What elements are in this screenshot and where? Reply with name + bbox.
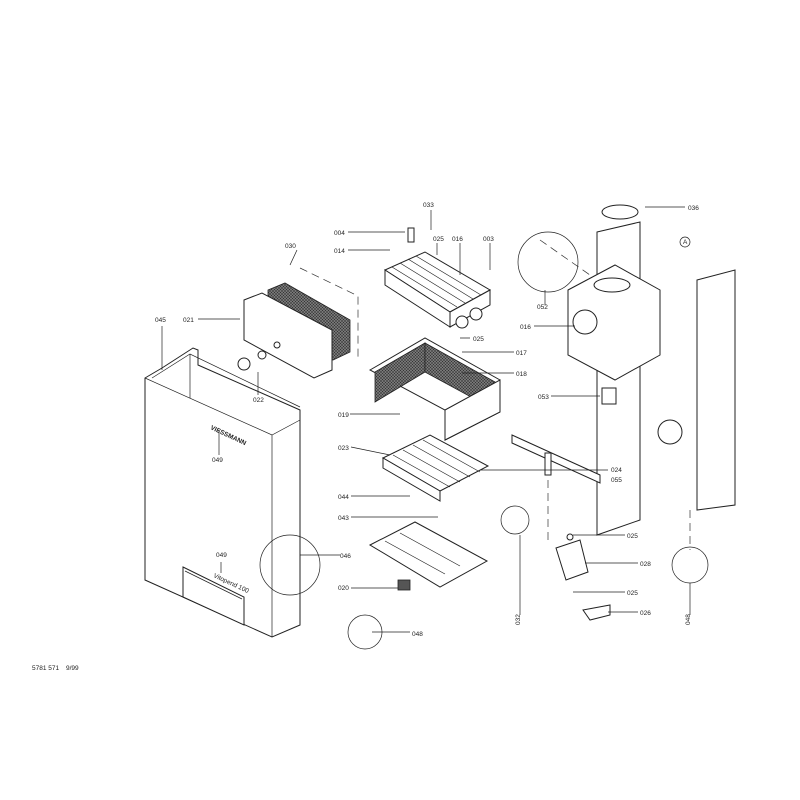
label-028: 028 — [640, 561, 651, 568]
combustion-chamber-front-panel — [237, 282, 351, 379]
label-045: 045 — [155, 317, 166, 324]
label-A: A — [683, 239, 688, 246]
label-053: 053 — [538, 394, 549, 401]
front-casing: VIESSMANN Vitopend 100 — [144, 347, 301, 638]
label-032: 032 — [515, 614, 522, 625]
label-048: 048 — [685, 614, 692, 625]
label-046: 046 — [340, 553, 351, 560]
label-030: 030 — [285, 243, 296, 250]
label-044: 044 — [338, 494, 349, 501]
label-036: 036 — [688, 205, 699, 212]
label-004: 004 — [334, 230, 345, 237]
label-025-b: 025 — [473, 336, 484, 343]
doc-date: 9/99 — [66, 665, 79, 672]
burner — [381, 434, 490, 502]
heat-exchanger — [383, 227, 492, 329]
label-026: 026 — [640, 610, 651, 617]
label-023: 023 — [338, 445, 349, 452]
boiler-frame — [511, 204, 736, 536]
label-018: 018 — [516, 371, 527, 378]
burner-tray — [368, 521, 489, 591]
label-022: 022 — [253, 397, 264, 404]
label-049: 049 — [212, 457, 223, 464]
label-003: 003 — [483, 236, 494, 243]
label-021: 021 — [183, 317, 194, 324]
label-025: 025 — [433, 236, 444, 243]
label-014: 014 — [334, 248, 345, 255]
label-020: 020 — [338, 585, 349, 592]
label-016: 016 — [452, 236, 463, 243]
label-049-b: 049 — [216, 552, 227, 559]
label-055: 055 — [611, 477, 622, 484]
label-017: 017 — [516, 350, 527, 357]
label-033: 033 — [423, 202, 434, 209]
label-048-b: 048 — [412, 631, 423, 638]
label-052: 052 — [537, 304, 548, 311]
doc-number: 5781 571 — [32, 665, 59, 672]
gas-valve — [259, 505, 709, 650]
leader-lines — [161, 206, 691, 633]
label-025-c: 025 — [627, 533, 638, 540]
label-025-d: 025 — [627, 590, 638, 597]
label-024: 024 — [611, 467, 622, 474]
part-labels: 033 004 025 016 003 014 030 036 A 021 04… — [155, 202, 699, 638]
label-016-b: 016 — [520, 324, 531, 331]
combustion-chamber — [368, 337, 501, 441]
label-019: 019 — [338, 412, 349, 419]
label-043: 043 — [338, 515, 349, 522]
